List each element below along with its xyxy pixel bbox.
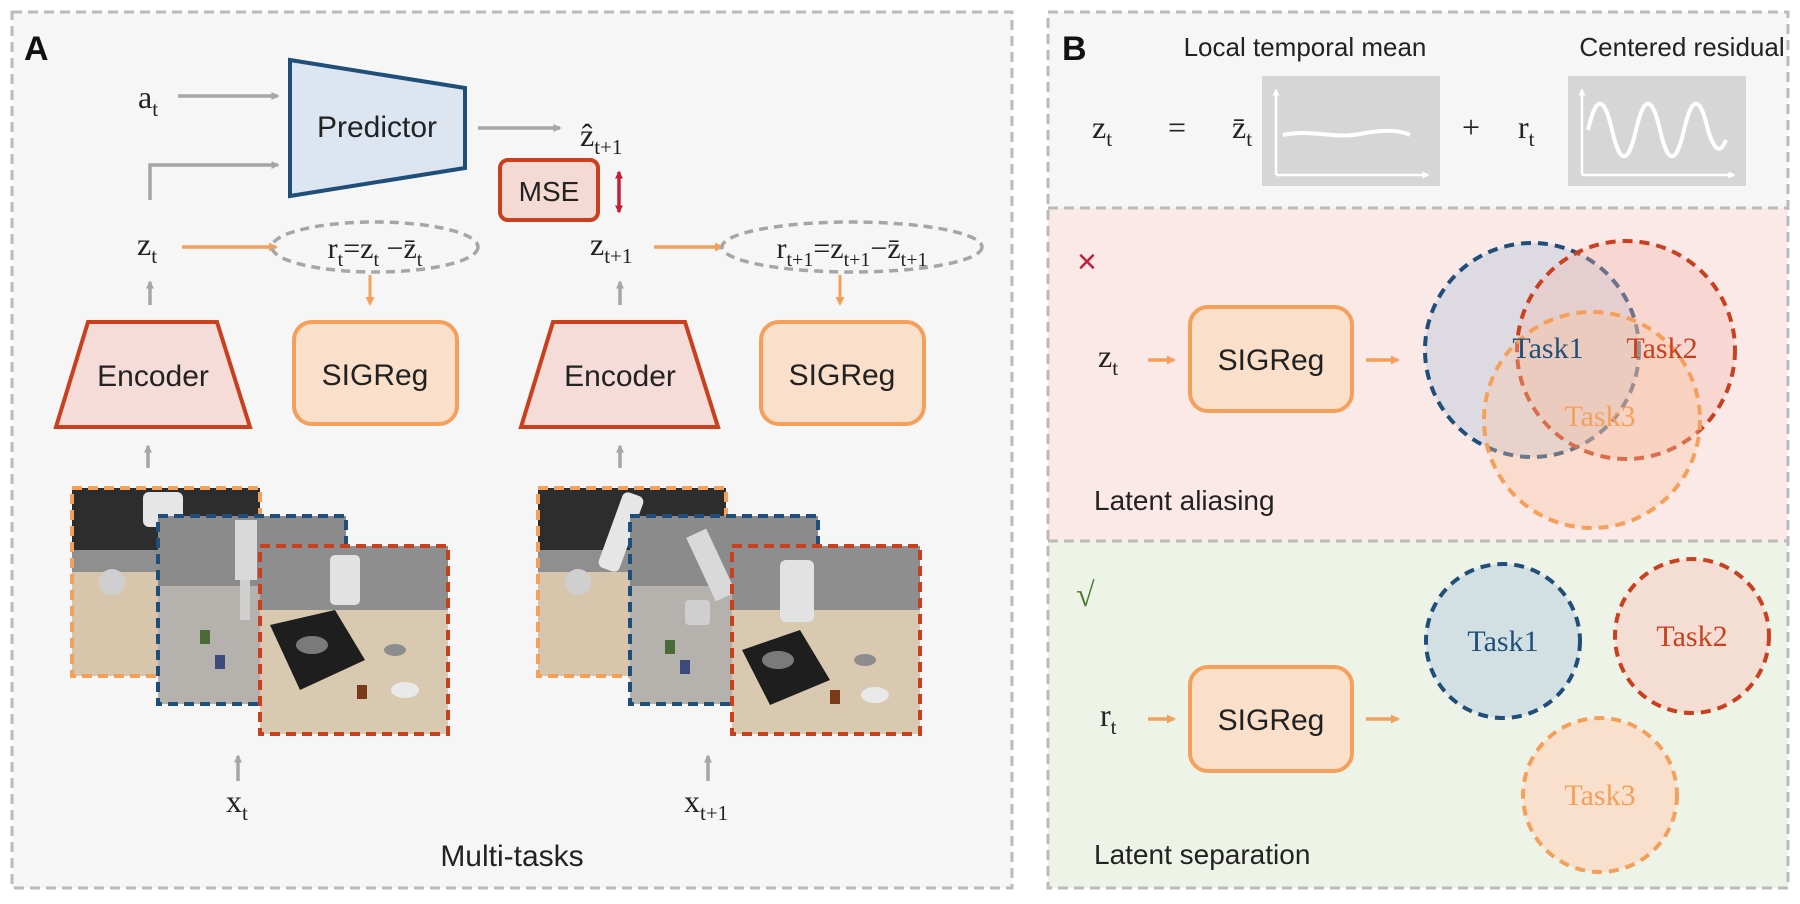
residual-t1-equation: rt+1=zt+1−z̄t+1 bbox=[776, 232, 927, 271]
latent-zt1-label: zt+1 bbox=[590, 226, 632, 268]
sigreg-label-t: SIGReg bbox=[322, 359, 429, 392]
decomp-zbar: z̄t bbox=[1232, 109, 1252, 151]
aliasing-sigreg-label: SIGReg bbox=[1218, 344, 1325, 377]
residual-ellipse bbox=[270, 220, 480, 274]
aliasing-input-label: zt bbox=[1098, 338, 1118, 380]
frame-task2-t bbox=[258, 544, 450, 736]
aliasing-caption: Latent aliasing bbox=[1094, 485, 1275, 516]
decomp-equals: = bbox=[1168, 109, 1186, 145]
separation-task2-cluster bbox=[1613, 557, 1771, 715]
aliasing-task1-label: Task1 bbox=[1512, 332, 1583, 365]
panel-a-letter: A bbox=[24, 30, 49, 68]
mse-label: MSE bbox=[519, 176, 580, 207]
panel-b: B Local temporal mean Centered residual … bbox=[1046, 10, 1790, 890]
aliasing-sigreg-box bbox=[1188, 305, 1354, 413]
encoder-block-t bbox=[53, 320, 253, 429]
observation-xt1-label: xt+1 bbox=[684, 783, 728, 825]
decomp-rt: rt bbox=[1518, 109, 1535, 151]
panel-b-letter: B bbox=[1062, 30, 1087, 68]
separation-sigreg-box bbox=[1188, 665, 1354, 773]
frame-stack-t1 bbox=[536, 486, 922, 736]
decomp-zt: zt bbox=[1092, 109, 1112, 151]
mse-box bbox=[498, 158, 600, 222]
separation-task3-cluster bbox=[1521, 716, 1679, 874]
panel-a-caption: Multi-tasks bbox=[440, 840, 583, 873]
action-label: at bbox=[138, 79, 158, 121]
separation-caption: Latent separation bbox=[1094, 839, 1310, 870]
separation-task1-cluster bbox=[1424, 562, 1582, 720]
separation-task1-label: Task1 bbox=[1467, 625, 1538, 658]
panel-b-frame bbox=[1046, 10, 1790, 890]
predictor-label: Predictor bbox=[317, 111, 437, 144]
decomp-plus: + bbox=[1462, 109, 1480, 145]
encoder-block-t1 bbox=[518, 320, 721, 429]
predictor-block bbox=[288, 57, 467, 199]
centered-residual-plot bbox=[1568, 76, 1746, 186]
panel-a: A at Predictor ẑt+1 MSE zt rt=zt −z̄t zt… bbox=[10, 10, 1014, 890]
overlapping-task-clusters: Task1 Task2 Task3 bbox=[1423, 239, 1737, 530]
separation-input-label: rt bbox=[1100, 697, 1117, 739]
observation-xt-label: xt bbox=[226, 783, 248, 825]
centered-residual-label: Centered residual bbox=[1579, 32, 1784, 62]
panel-a-frame bbox=[10, 10, 1014, 890]
sigreg-label-t1: SIGReg bbox=[789, 359, 896, 392]
frame-stack-t bbox=[70, 486, 450, 736]
sigreg-box-t bbox=[292, 320, 459, 426]
aliasing-task2-label: Task2 bbox=[1626, 332, 1697, 365]
predicted-latent-label: ẑt+1 bbox=[580, 117, 622, 159]
aliasing-task2-cluster bbox=[1515, 239, 1737, 461]
latent-zt-label: zt bbox=[137, 226, 157, 268]
separation-task2-label: Task2 bbox=[1656, 620, 1727, 653]
aliasing-task3-label: Task3 bbox=[1564, 400, 1635, 433]
latent-to-predictor-arrow bbox=[148, 161, 280, 200]
separation-task3-label: Task3 bbox=[1564, 779, 1635, 812]
encoder-label-t: Encoder bbox=[97, 360, 209, 393]
separation-sigreg-label: SIGReg bbox=[1218, 704, 1325, 737]
aliasing-cross-mark: × bbox=[1077, 243, 1097, 281]
encoder-label-t1: Encoder bbox=[564, 360, 676, 393]
separated-task-clusters: Task1 Task2 Task3 bbox=[1424, 557, 1771, 874]
residual-t1-ellipse bbox=[720, 220, 984, 274]
aliasing-task3-cluster bbox=[1482, 310, 1702, 530]
aliasing-section bbox=[1048, 208, 1788, 541]
temporal-mean-label: Local temporal mean bbox=[1184, 32, 1427, 62]
frame-task2-t1 bbox=[730, 544, 922, 736]
aliasing-task1-cluster bbox=[1423, 241, 1641, 459]
residual-equation: rt=zt −z̄t bbox=[328, 232, 423, 271]
sigreg-box-t1 bbox=[759, 320, 926, 426]
separation-check-mark: √ bbox=[1076, 577, 1095, 614]
temporal-mean-plot bbox=[1262, 76, 1440, 186]
